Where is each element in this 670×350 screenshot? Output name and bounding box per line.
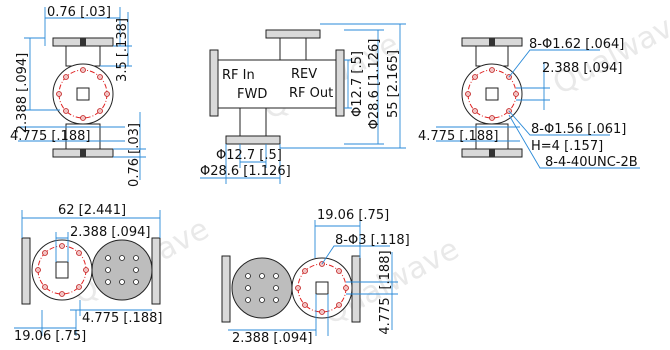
dim-8phi162-label: 8-Φ1.62 [.064] [529, 37, 624, 52]
dim-bl-1906-label: 19.06 [.75] [14, 329, 86, 344]
mid-top-flange [265, 29, 321, 39]
dim-55-label: 55 [2.165] [386, 50, 401, 118]
label-rev: REV [291, 67, 317, 82]
bottom-flange-slot [80, 149, 86, 157]
waveguide-aperture [76, 87, 90, 101]
view-bottom-right: 19.06 [.75] 8-Φ3 [.118] [.188] 4.775 2.3… [221, 208, 410, 346]
tr-top-slot [489, 38, 495, 46]
dim-62-label: 62 [2.441] [58, 203, 126, 218]
bl-right-flange [151, 237, 161, 305]
label-rf-out: RF Out [289, 86, 333, 101]
dim-br-1906-label: 19.06 [.75] [317, 208, 389, 223]
br-first-flange [231, 257, 293, 319]
dim-h4-label: H=4 [.157] [531, 139, 603, 154]
dim-phi127-v-label: Φ12.7 [.5] [350, 51, 365, 117]
leader-8phi3 [321, 245, 390, 265]
dim-line-bl-2388 [55, 232, 69, 262]
view-bottom-left: 62 [2.441] 2.388 [.094] 4.775 [.188] 19.… [14, 203, 162, 344]
mid-left-flange [209, 49, 219, 117]
br-bolt-holes [295, 261, 349, 315]
dim-line-4775 [18, 126, 125, 142]
bl-second-flange [91, 239, 153, 301]
leader-8phi162 [508, 49, 600, 78]
mid-bottom-flange [225, 135, 281, 145]
dim-076-bottom-label: 0.76 [.03] [127, 123, 142, 187]
tr-bottom-waveguide [475, 123, 509, 150]
br-aperture [315, 281, 329, 295]
dim-line-br-4775 [346, 252, 398, 330]
dim-line-tr-4775 [436, 126, 520, 142]
view-top-left: 0.76 [.03] 2.388 [.094] 3.5 [.138] 4.775… [10, 5, 146, 187]
bl-bolt-holes [35, 243, 89, 297]
dim-br-188-label: [.188] [378, 250, 393, 289]
br-first-holes [245, 273, 279, 303]
dim-line-bl-4775 [70, 300, 152, 316]
dim-line-phi286-h [200, 144, 281, 184]
dim-2388-label: 2.388 [.094] [15, 53, 30, 133]
view-top-middle: RF In REV FWD RF Out Φ12.7 [.5] Φ28.6 [1… [200, 23, 406, 184]
dim-tr-4775-label: 4.775 [.188] [418, 129, 498, 144]
mid-right-flange [335, 49, 345, 117]
mid-housing [217, 59, 337, 109]
dim-line-top-width [44, 7, 121, 46]
dim-line-phi286-v [344, 29, 384, 145]
dim-line-phi127-v [344, 59, 352, 109]
dim-line-62 [21, 210, 161, 238]
dim-bl-2388-label: 2.388 [.094] [70, 225, 150, 240]
dim-line-br-1906 [314, 220, 361, 258]
br-right-flange [351, 255, 361, 323]
leader-thread [508, 114, 640, 169]
label-fwd: FWD [237, 87, 267, 102]
dim-line-35 [100, 12, 132, 67]
dim-line-bl-1906 [14, 310, 77, 336]
dim-4775-label: 4.775 [.188] [10, 129, 90, 144]
dim-line-br-2388 [228, 294, 329, 336]
dim-076-top-label: 0.76 [.03] [47, 5, 111, 20]
tr-aperture [485, 87, 499, 101]
bolt-holes [56, 67, 110, 121]
leader-8phi156 [508, 110, 610, 136]
br-left-flange [221, 255, 231, 323]
dim-line-55 [280, 23, 406, 149]
bl-second-holes [105, 255, 139, 285]
dim-35-label: 3.5 [.138] [115, 18, 130, 82]
tr-bottom-slot [489, 149, 495, 157]
dim-br-4775-label: 4.775 [378, 297, 393, 334]
dim-phi286-h-label: Φ28.6 [1.126] [200, 164, 291, 179]
dim-bl-4775-label: 4.775 [.188] [82, 311, 162, 326]
bl-aperture [55, 261, 69, 279]
dim-thread-label: 8-4-40UNC-2B [545, 155, 638, 170]
dim-phi127-h-label: Φ12.7 [.5] [216, 148, 282, 163]
bl-left-flange [21, 237, 31, 305]
dim-8phi3-label: 8-Φ3 [.118] [335, 233, 410, 248]
top-flange-slot [80, 38, 86, 46]
label-rf-in: RF In [222, 68, 255, 83]
view-top-right: 8-Φ1.62 [.064] 2.388 [.094] 4.775 [.188]… [418, 37, 640, 170]
dim-line-tr-2388 [516, 62, 550, 110]
bottom-waveguide [65, 123, 101, 150]
tr-top-waveguide [475, 45, 509, 67]
mid-bottom-waveguide [239, 107, 267, 137]
mid-top-waveguide [279, 37, 307, 61]
dim-br-2388-label: 2.388 [.094] [232, 331, 312, 346]
dim-line-076-bottom [113, 112, 146, 180]
dim-tr-2388-label: 2.388 [.094] [542, 61, 622, 76]
dim-phi286-v-label: Φ28.6 [1.126] [367, 39, 382, 130]
top-waveguide [65, 45, 101, 67]
dim-8phi156-label: 8-Φ1.56 [.061] [531, 122, 626, 137]
dim-line-phi127-h [239, 144, 267, 168]
dim-line-2388 [24, 37, 60, 111]
